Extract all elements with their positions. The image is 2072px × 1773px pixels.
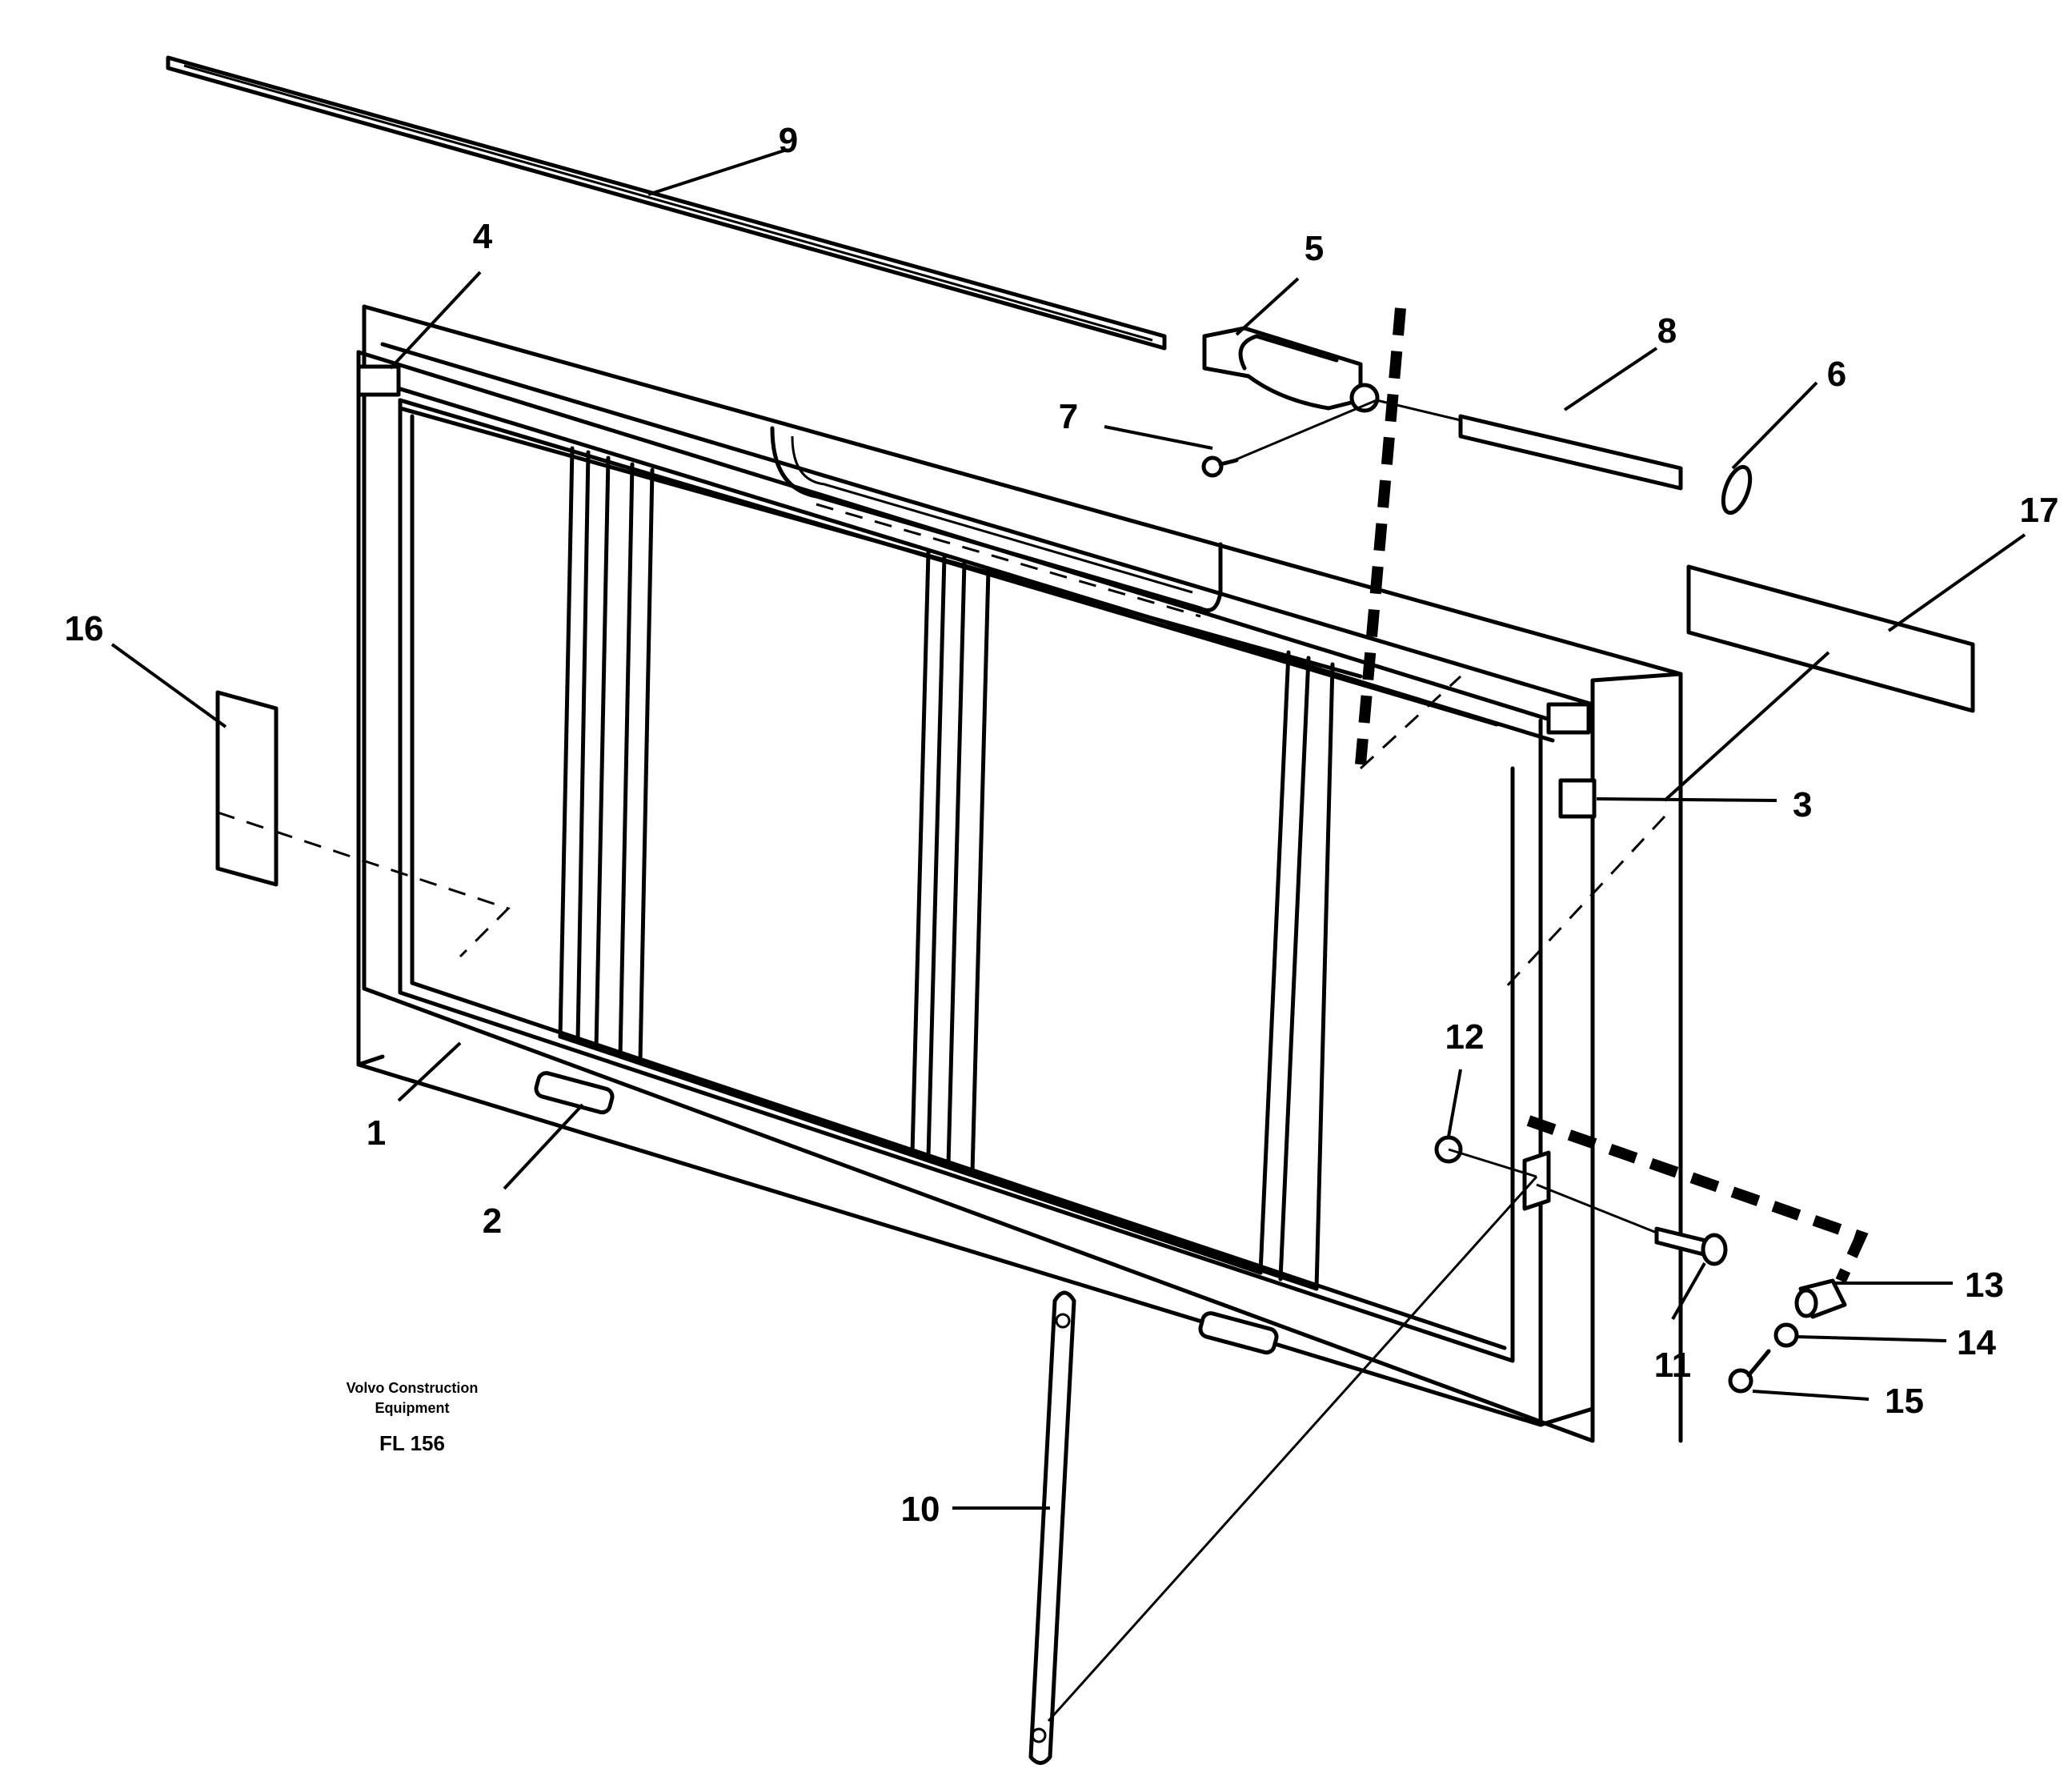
callout-8: 8: [1657, 311, 1677, 351]
panel-part-16: [215, 690, 279, 887]
hinge-part-5: [1202, 326, 1380, 413]
bolt-part-11: [1654, 1226, 1728, 1266]
callout-7: 7: [1059, 397, 1078, 436]
callout-17: 17: [2020, 491, 2059, 530]
screw-part-7: [1201, 455, 1239, 478]
callout-3: 3: [1793, 785, 1812, 824]
leader-lines: [110, 149, 2026, 1510]
callout-11: 11: [1654, 1346, 1692, 1385]
callout-labels: 1 2 3 4 5 6 7 8 9 10 11 12 13 14 15 16 1…: [65, 121, 2059, 1529]
bushing-part-13: [1794, 1278, 1847, 1319]
assembly-lines: [217, 307, 1869, 1723]
callout-1: 1: [367, 1113, 386, 1153]
callout-4: 4: [473, 217, 493, 256]
callout-5: 5: [1305, 229, 1324, 268]
credit-code: FL 156: [379, 1431, 445, 1455]
callout-10: 10: [901, 1490, 940, 1529]
credit-line-2: Equipment: [375, 1400, 450, 1416]
window-frame: [356, 304, 1683, 1443]
strip-part-8: [1458, 414, 1683, 491]
credit-line-1: Volvo Construction: [347, 1380, 479, 1396]
washer-part-14: [1773, 1322, 1799, 1348]
callout-14: 14: [1957, 1323, 1996, 1362]
ring-part-6: [1721, 464, 1753, 515]
callout-6: 6: [1827, 355, 1846, 394]
callout-15: 15: [1885, 1382, 1924, 1421]
top-strip: [166, 55, 1167, 351]
callout-9: 9: [779, 121, 798, 160]
screw-part-15: [1728, 1349, 1771, 1394]
credit-block: Volvo Construction Equipment FL 156: [347, 1380, 479, 1455]
callout-16: 16: [65, 609, 104, 648]
link-arm-part-10: [1028, 1290, 1076, 1765]
callout-2: 2: [483, 1201, 502, 1241]
panel-part-17: [1686, 564, 1975, 713]
callout-13: 13: [1965, 1266, 2004, 1305]
callout-12: 12: [1445, 1017, 1485, 1057]
